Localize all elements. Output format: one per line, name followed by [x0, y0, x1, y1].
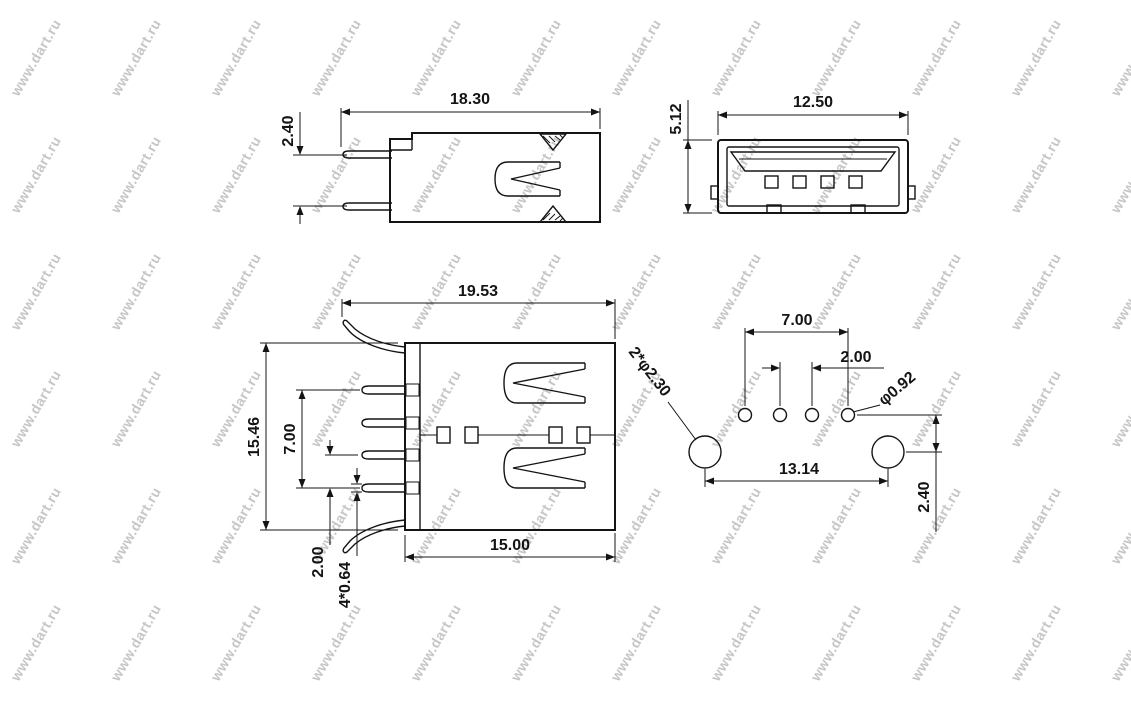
- side-weld-mark-top: [538, 133, 568, 152]
- front-dim-width: 12.50: [717, 94, 909, 135]
- dim-fp-pin-pitch: 2.00: [840, 349, 871, 366]
- dim-side-pin-offset: 2.40: [280, 115, 297, 146]
- dim-fp-pin-span: 7.00: [781, 312, 812, 329]
- top-dim-pin-pitch: 2.00: [310, 440, 358, 578]
- top-dim-pin-width: 4*0.64: [337, 468, 362, 608]
- front-contacts: [764, 175, 863, 189]
- top-spring-latch-upper: [503, 362, 586, 404]
- front-tongue: [729, 151, 897, 172]
- top-dim-overall-height: 15.46: [246, 342, 398, 531]
- fp-dim-pin-span: 7.00: [744, 312, 849, 406]
- front-shell-outline: [717, 139, 909, 214]
- side-weld-mark-bottom: [538, 204, 568, 223]
- front-shell-inner: [726, 146, 900, 207]
- dim-top-pin-width: 4*0.64: [337, 562, 354, 608]
- top-dim-overall-width: 19.53: [341, 283, 616, 339]
- dim-top-pin-span: 7.00: [282, 423, 299, 454]
- front-tab-left: [710, 185, 719, 200]
- dim-fp-row-offset: 2.40: [916, 481, 933, 512]
- top-pin-seats: [405, 383, 420, 495]
- front-bottom-slots: [766, 204, 866, 214]
- top-spring-latch-lower: [503, 447, 586, 489]
- side-dim-pin-offset: 2.40: [280, 112, 347, 224]
- dim-top-body-width: 15.00: [490, 537, 530, 554]
- side-spring-latch: [494, 161, 561, 197]
- side-dim-overall-width: 18.30: [340, 91, 601, 147]
- dim-top-overall-height: 15.46: [246, 417, 263, 457]
- dim-fp-hole-span: 13.14: [779, 461, 819, 478]
- fp-dim-hole-span: 13.14: [704, 461, 889, 487]
- top-view: 19.53 15.46 7.00 2.00: [246, 283, 616, 608]
- top-contact-slots: [420, 426, 615, 444]
- top-body-outline: [404, 342, 616, 531]
- dim-top-overall-width: 19.53: [458, 283, 498, 300]
- top-hook-upper: [342, 319, 406, 354]
- top-hook-lower: [342, 519, 406, 554]
- fp-dim-row-offset: 2.40: [857, 414, 942, 532]
- fp-dim-pin-pitch: 2.00: [762, 349, 884, 406]
- fp-mounting-holes: [688, 435, 905, 469]
- top-pins: [361, 385, 406, 493]
- front-tab-right: [907, 185, 916, 200]
- fp-pin-holes: [737, 407, 856, 423]
- dim-side-overall-width: 18.30: [450, 91, 490, 108]
- side-view: 18.30 2.40: [280, 91, 601, 224]
- front-view: 12.50 5.12: [668, 94, 916, 214]
- dim-top-pin-pitch: 2.00: [310, 546, 327, 577]
- side-pin-bottom: [342, 202, 392, 211]
- dim-front-width: 12.50: [793, 94, 833, 111]
- top-dim-pin-span: 7.00: [282, 389, 360, 489]
- dim-front-height: 5.12: [668, 103, 685, 134]
- top-dim-body-width: 15.00: [404, 533, 616, 562]
- side-pin-top: [342, 150, 392, 159]
- front-dim-height: 5.12: [668, 100, 712, 214]
